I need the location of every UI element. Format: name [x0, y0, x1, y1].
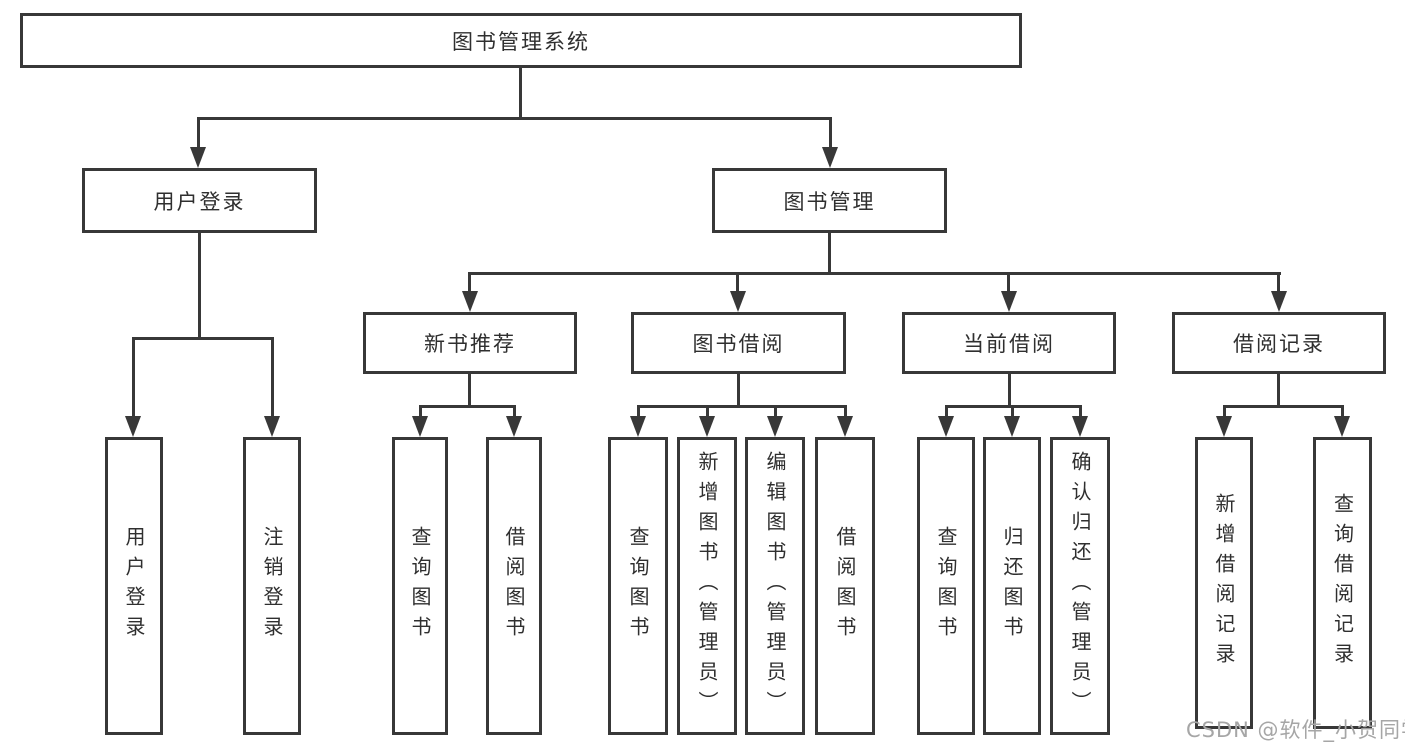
connector-vline [774, 405, 777, 420]
connector-vline [706, 405, 709, 420]
connector-vline [844, 405, 847, 420]
arrowhead-down [264, 416, 280, 437]
connector-vline [828, 233, 831, 274]
leaf-label: 归还图书 [1000, 526, 1024, 646]
arrowhead-down [699, 416, 715, 437]
connector-vline [945, 405, 948, 420]
leaf-label: 借阅图书 [833, 526, 857, 646]
node-book-borrowing: 图书借阅 [631, 312, 846, 374]
node-borrowing-records-label: 借阅记录 [1233, 332, 1325, 356]
connector-vline [1011, 405, 1014, 420]
arrowhead-down [822, 147, 838, 168]
connector-vline [468, 374, 471, 407]
node-book-management: 图书管理 [712, 168, 947, 233]
connector-vline [419, 405, 422, 420]
connector-hline [419, 405, 516, 408]
leaf-label: 查询图书 [934, 526, 958, 646]
connector-vline [1341, 405, 1344, 420]
leaf-label: 借阅图书 [502, 526, 526, 646]
node-edit-books-admin: 编辑图书（管理员） [745, 437, 805, 735]
arrowhead-down [1216, 416, 1232, 437]
connector-vline [1277, 272, 1280, 296]
leaf-label: 编辑图书（管理员） [763, 451, 787, 721]
arrowhead-down [938, 416, 954, 437]
leaf-label: 确认归还（管理员） [1068, 451, 1092, 721]
node-return-books: 归还图书 [983, 437, 1041, 735]
connector-vline [519, 68, 522, 117]
node-new-book-recommend: 新书推荐 [363, 312, 577, 374]
leaf-label: 查询借阅记录 [1330, 493, 1355, 673]
node-current-borrowing: 当前借阅 [902, 312, 1116, 374]
arrowhead-down [462, 291, 478, 312]
node-user-login-label: 用户登录 [153, 189, 246, 214]
node-add-books-admin: 新增图书（管理员） [677, 437, 737, 735]
arrowhead-down [630, 416, 646, 437]
connector-vline [468, 272, 471, 296]
node-logout-leaf-label: 注销登录 [260, 526, 284, 646]
node-book-borrowing-label: 图书借阅 [692, 332, 785, 356]
connector-hline [469, 272, 1281, 275]
connector-vline [197, 117, 200, 152]
connector-vline [637, 405, 640, 420]
node-new-book-recommend-label: 新书推荐 [424, 332, 516, 356]
connector-vline [1079, 405, 1082, 420]
arrowhead-down [125, 416, 141, 437]
arrowhead-down [837, 416, 853, 437]
connector-hline [1223, 405, 1344, 408]
node-confirm-return-admin: 确认归还（管理员） [1050, 437, 1110, 735]
node-root-label: 图书管理系统 [452, 29, 590, 54]
arrowhead-down [1334, 416, 1350, 437]
arrowhead-down [1072, 416, 1088, 437]
node-book-management-label: 图书管理 [783, 189, 876, 214]
node-query-borrow-record: 查询借阅记录 [1313, 437, 1372, 729]
node-query-books-current: 查询图书 [917, 437, 975, 735]
arrowhead-down [1004, 416, 1020, 437]
arrowhead-down [1271, 291, 1287, 312]
leaf-label: 新增图书（管理员） [695, 451, 719, 721]
csdn-watermark: CSDN @软件_小贺同学 [1186, 718, 1405, 742]
connector-vline [1008, 374, 1011, 407]
arrowhead-down [767, 416, 783, 437]
connector-vline [132, 337, 135, 419]
connector-vline [1007, 272, 1010, 296]
connector-hline [132, 337, 274, 340]
connector-hline [637, 405, 847, 408]
connector-vline [271, 337, 274, 419]
arrowhead-down [1001, 291, 1017, 312]
node-current-borrowing-label: 当前借阅 [963, 332, 1055, 356]
leaf-label: 新增借阅记录 [1212, 493, 1236, 673]
arrowhead-down [412, 416, 428, 437]
arrowhead-down [506, 416, 522, 437]
node-user-login-leaf: 用户登录 [105, 437, 163, 735]
node-logout-leaf: 注销登录 [243, 437, 301, 735]
connector-vline [736, 272, 739, 296]
node-add-borrow-record: 新增借阅记录 [1195, 437, 1253, 729]
arrowhead-down [730, 291, 746, 312]
leaf-label: 查询图书 [626, 526, 650, 646]
node-root-system: 图书管理系统 [20, 13, 1022, 68]
node-query-books-borrowing: 查询图书 [608, 437, 668, 735]
connector-vline [513, 405, 516, 420]
connector-vline [1277, 374, 1280, 407]
connector-vline [737, 374, 740, 407]
node-user-login: 用户登录 [82, 168, 317, 233]
leaf-label: 查询图书 [408, 526, 432, 646]
connector-hline [197, 117, 832, 120]
node-borrowing-records: 借阅记录 [1172, 312, 1386, 374]
connector-vline [1223, 405, 1226, 420]
node-borrow-books: 借阅图书 [815, 437, 875, 735]
connector-vline [198, 233, 201, 340]
node-query-books-recommend: 查询图书 [392, 437, 448, 735]
node-borrow-books-recommend: 借阅图书 [486, 437, 542, 735]
node-user-login-leaf-label: 用户登录 [122, 526, 146, 646]
arrowhead-down [190, 147, 206, 168]
connector-vline [829, 117, 832, 152]
